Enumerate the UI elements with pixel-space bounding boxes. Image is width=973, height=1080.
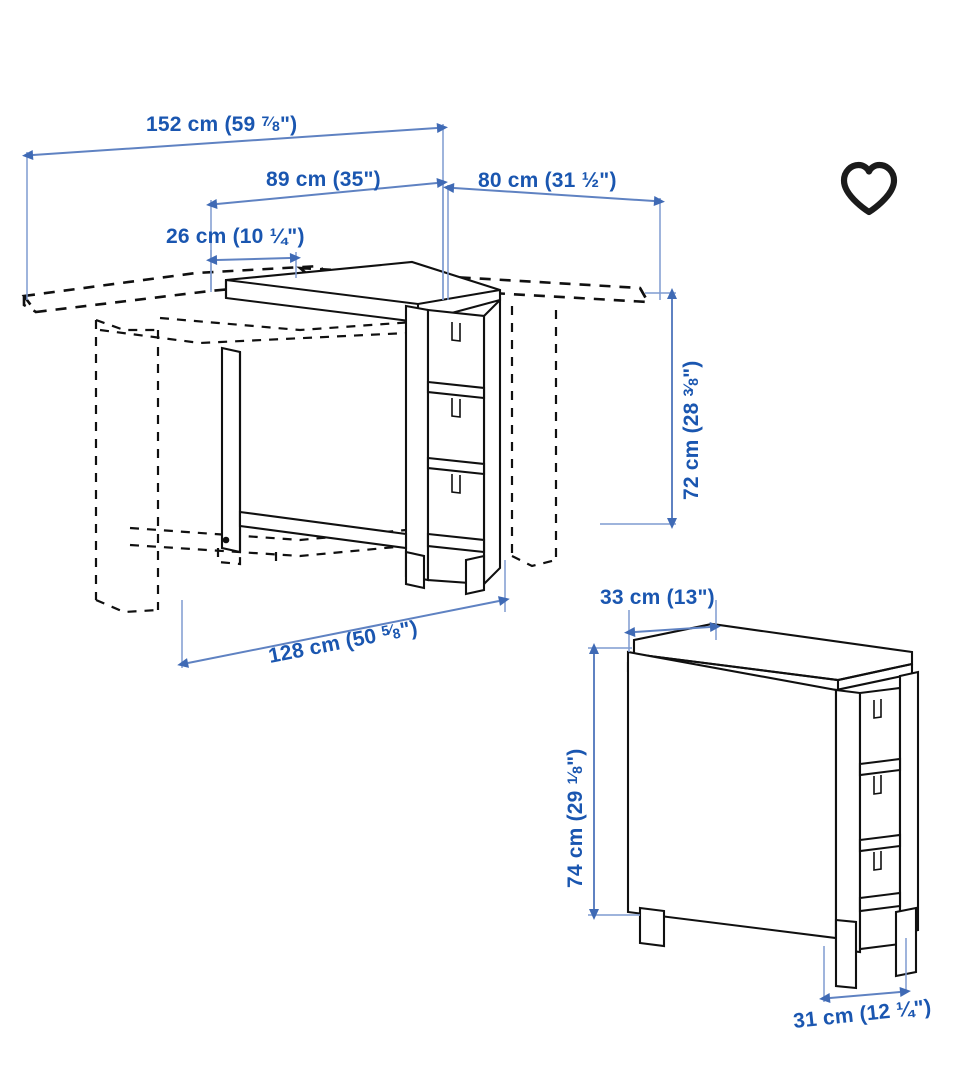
dim-80: 80 cm (31 ½") [443, 169, 665, 300]
drawer-handle-2[interactable] [451, 398, 461, 418]
pivot-dot-left [222, 536, 230, 544]
folded-leaf-face [626, 650, 838, 940]
folded-drawer-handle-1 [873, 699, 882, 719]
dim-total-width-label: 152 cm (59 7⁄8") [146, 113, 297, 136]
bottom-rail [426, 532, 486, 554]
right-leaf-extended-dashed [296, 266, 651, 568]
folded-leg-mid [834, 918, 858, 990]
leaf-hook-dashed [216, 548, 278, 566]
folded-drawer-unit [834, 670, 920, 990]
drawer-unit [404, 297, 502, 587]
dim-128-label: 128 cm (50 5⁄8") [267, 616, 420, 667]
drawer-divider-1 [426, 380, 486, 400]
table-legs [404, 550, 486, 596]
dim-72-label: 72 cm (28 3⁄8") [680, 361, 703, 500]
dim-26: 26 cm (10 ¼") [166, 225, 305, 292]
dim-89: 89 cm (35") [206, 168, 448, 300]
folded-left-stile [834, 688, 862, 954]
drawer-handle-3[interactable] [451, 474, 461, 494]
lower-stretcher [238, 510, 408, 550]
folded-drawer-handle-3 [873, 851, 882, 871]
folded-table-view [626, 622, 920, 990]
dim-74-height: 74 cm (29 1⁄8") [564, 643, 640, 920]
folded-leg-left [638, 906, 666, 948]
favorite-button[interactable] [838, 160, 900, 218]
underframe-dashed [99, 316, 471, 558]
folded-right-stile [898, 670, 920, 936]
dim-89-label: 89 cm (35") [266, 168, 381, 191]
left-side-panel [220, 346, 242, 554]
dim-31-label: 31 cm (12 ¼") [792, 996, 932, 1033]
drawer-divider-2 [426, 456, 486, 476]
folded-drawer-handle-2 [873, 775, 882, 795]
left-leaf-extended-dashed [21, 264, 333, 614]
dim-33: 33 cm (13") [600, 586, 721, 652]
dim-80-label: 80 cm (31 ½") [478, 169, 617, 192]
dim-72-height: 72 cm (28 3⁄8") [600, 288, 703, 529]
dim-74-label: 74 cm (29 1⁄8") [564, 749, 587, 888]
heart-icon [840, 161, 898, 216]
tabletop-solid [224, 260, 502, 324]
dim-total-width: 152 cm (59 7⁄8") [22, 113, 448, 300]
dim-33-label: 33 cm (13") [600, 586, 715, 609]
dim-26-label: 26 cm (10 ¼") [166, 225, 305, 248]
drawer-handle-1[interactable] [451, 322, 461, 342]
extended-table-view [21, 260, 651, 614]
